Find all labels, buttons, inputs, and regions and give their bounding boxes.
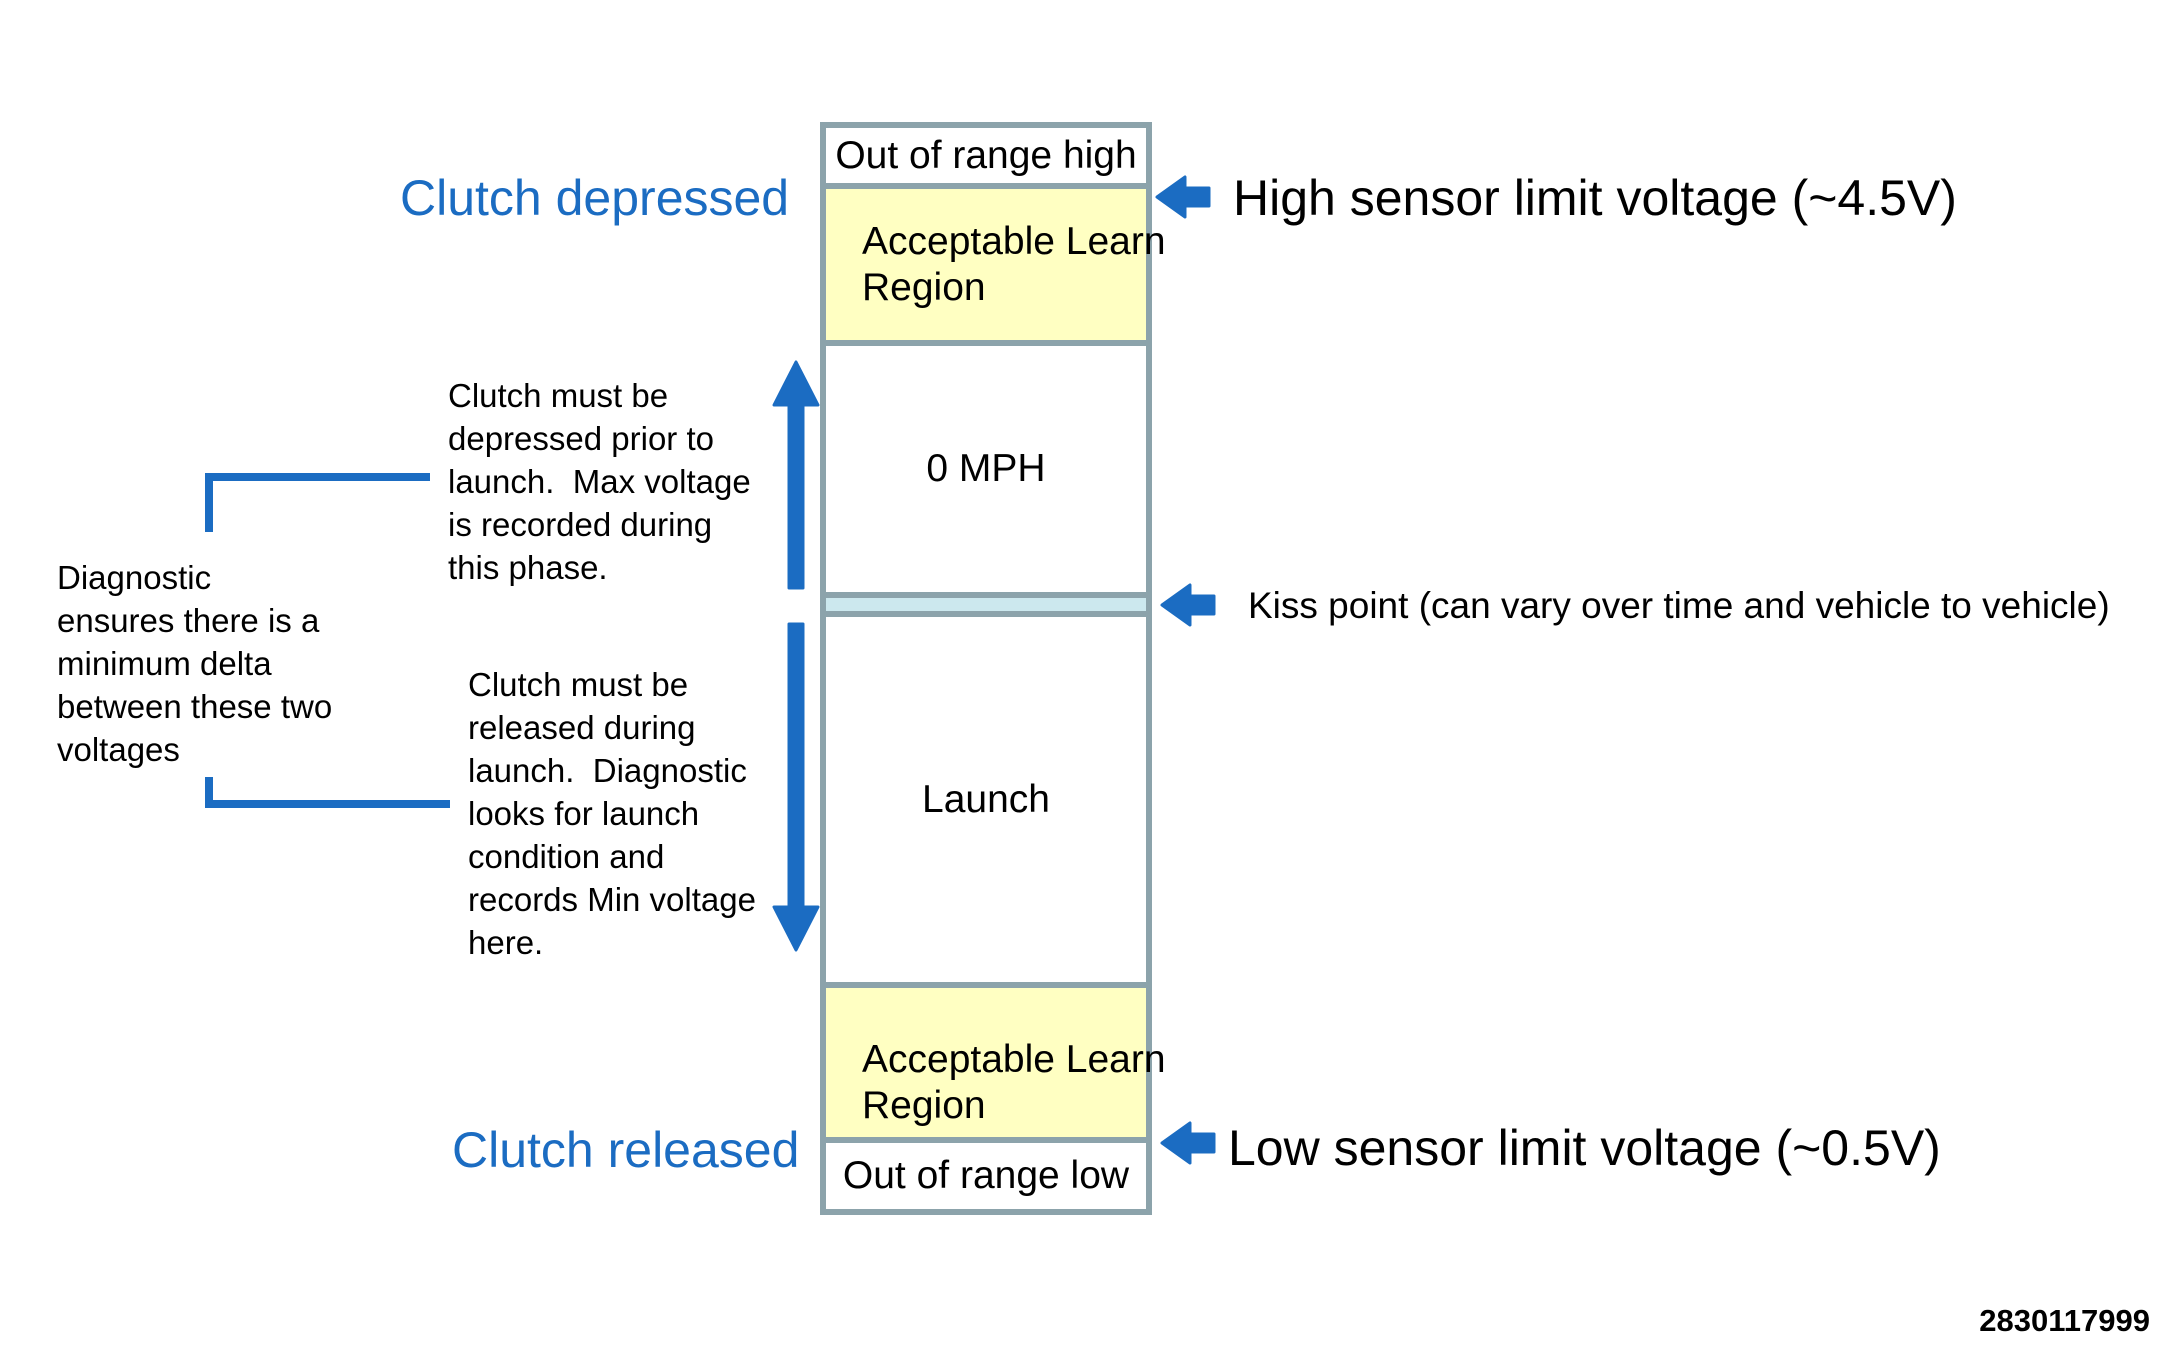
bracket-bottom-horizontal-line: [205, 800, 450, 808]
bracket-bottom-vertical-line: [205, 777, 213, 808]
clutch-depressed-label: Clutch depressed: [400, 170, 790, 226]
note-release-phase: Clutch must be released during launch. D…: [468, 666, 756, 961]
segment-kiss-point-band: [826, 592, 1146, 611]
left-arrow-icon-low-limit: [1160, 1121, 1216, 1165]
kiss-point-label: Kiss point (can vary over time and vehic…: [1248, 585, 2110, 626]
segment-0-mph: 0 MPH: [826, 340, 1146, 592]
segment-acceptable-learn-top: Acceptable Learn Region: [826, 183, 1166, 340]
low-sensor-limit-label: Low sensor limit voltage (~0.5V): [1228, 1120, 1941, 1176]
note-depress-phase: Clutch must be depressed prior to launch…: [448, 377, 751, 586]
segment-out-of-range-high: Out of range high: [826, 128, 1146, 183]
left-arrow-icon-kiss-point: [1160, 583, 1216, 627]
down-arrow-icon-launch-phase: [772, 622, 820, 952]
segment-acceptable-learn-bottom: Acceptable Learn Region: [826, 982, 1166, 1137]
note-minimum-delta: Diagnostic ensures there is a minimum de…: [57, 559, 333, 768]
voltage-range-column: Out of range high Acceptable Learn Regio…: [820, 122, 1166, 1215]
up-arrow-icon-depress-phase: [772, 360, 820, 590]
segment-out-of-range-low: Out of range low: [826, 1137, 1146, 1209]
document-number: 2830117999: [1979, 1303, 2150, 1338]
segment-launch: Launch: [826, 611, 1146, 982]
bracket-top-vertical-line: [205, 473, 213, 532]
clutch-released-label: Clutch released: [452, 1122, 800, 1178]
high-sensor-limit-label: High sensor limit voltage (~4.5V): [1233, 170, 1957, 226]
bracket-top-horizontal-line: [205, 473, 430, 481]
left-arrow-icon-high-limit: [1155, 175, 1211, 219]
